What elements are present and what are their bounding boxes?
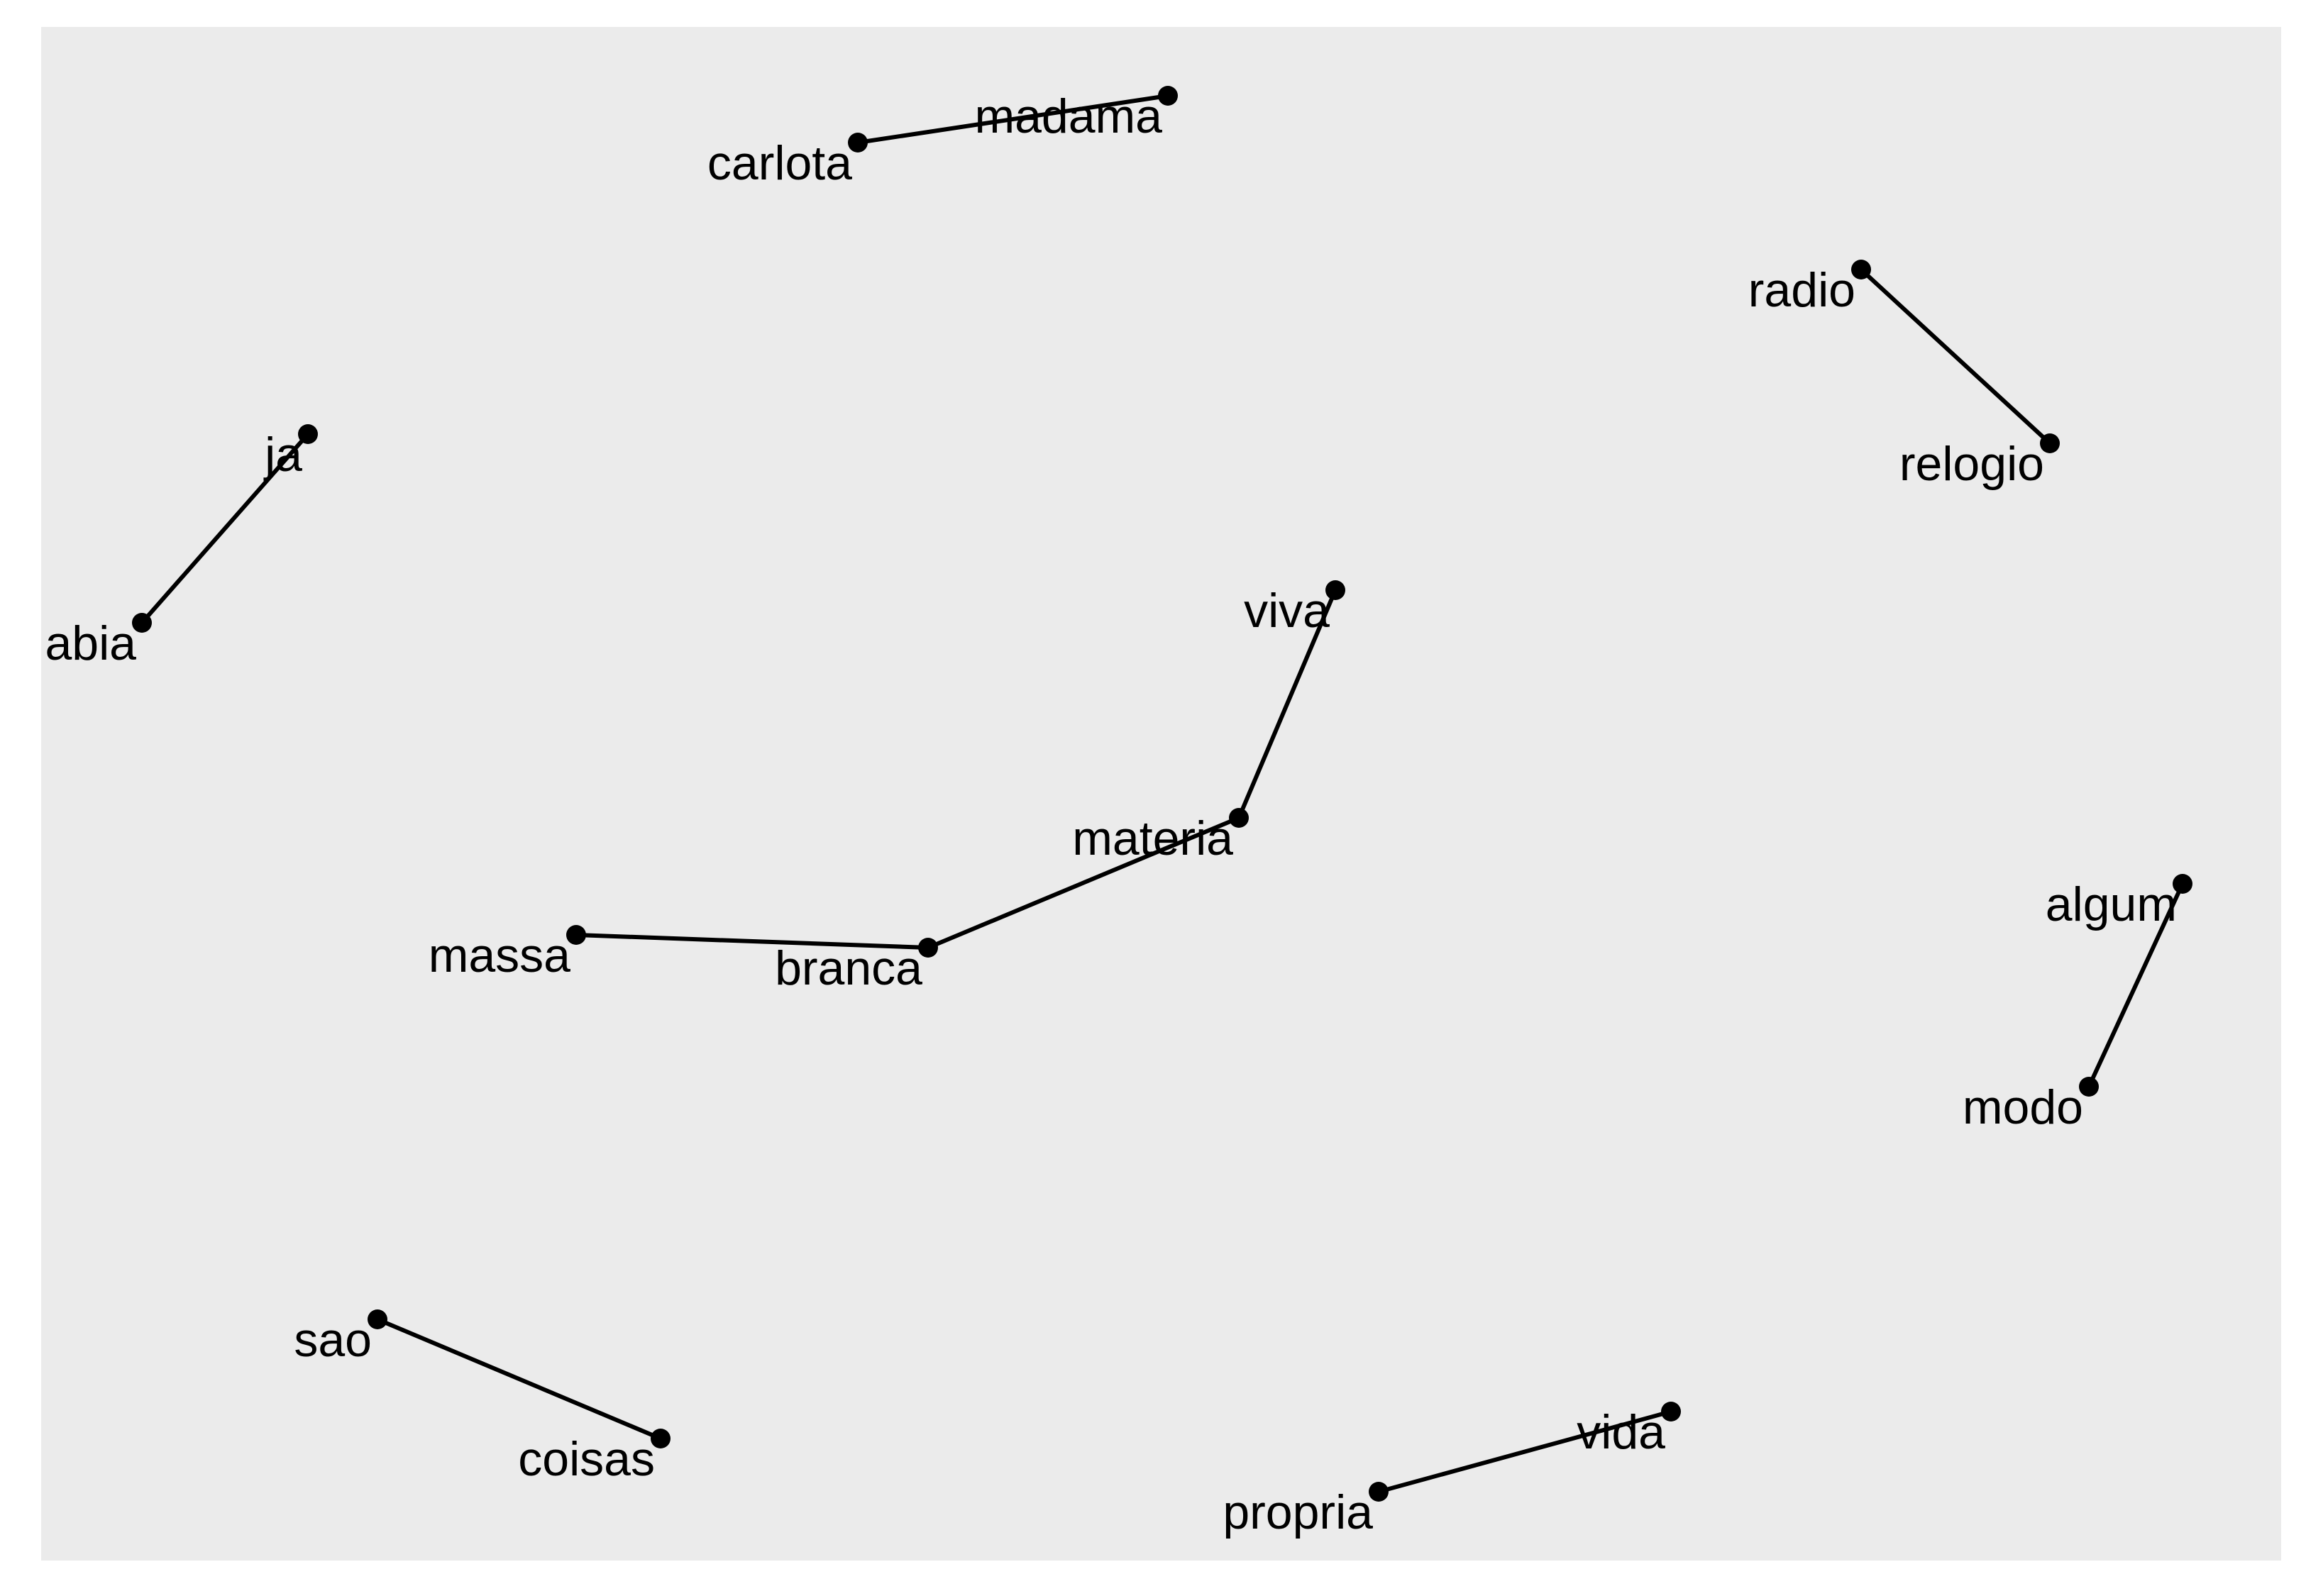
node-label-relogio: relogio <box>1899 437 2044 491</box>
node-label-madama: madama <box>974 89 1162 143</box>
node-vida <box>1661 1402 1681 1422</box>
node-label-propria: propria <box>1223 1485 1373 1539</box>
node-carlota <box>848 133 868 153</box>
node-materia <box>1229 808 1249 828</box>
node-label-algum: algum <box>2046 877 2177 931</box>
node-label-modo: modo <box>1963 1080 2083 1134</box>
node-propria <box>1369 1482 1389 1502</box>
node-viva <box>1325 580 1345 600</box>
node-sao <box>368 1309 387 1329</box>
node-label-vida: vida <box>1577 1405 1665 1459</box>
node-label-sao: sao <box>294 1313 372 1367</box>
edge-modo-algum <box>2087 882 2185 1088</box>
node-abia <box>132 613 152 633</box>
labels-layer: carlota madama radio relogio ja abia viva mater… <box>45 89 2177 1539</box>
edge-propria-vida <box>1378 1409 1672 1494</box>
node-label-abia: abia <box>45 616 136 670</box>
edge-carlota-madama <box>857 94 1169 145</box>
node-radio <box>1851 260 1871 279</box>
node-madama <box>1158 86 1178 106</box>
edge-radio-relogio <box>1859 267 2052 445</box>
node-coisas <box>651 1429 671 1448</box>
edge-abia-ja <box>140 433 310 624</box>
node-branca <box>918 938 938 958</box>
node-label-ja: ja <box>263 428 302 482</box>
edge-branca-materia <box>927 816 1240 950</box>
edge-massa-branca <box>575 933 929 950</box>
node-label-branca: branca <box>775 941 922 995</box>
node-label-coisas: coisas <box>518 1432 655 1486</box>
node-label-viva: viva <box>1244 584 1330 638</box>
node-label-massa: massa <box>429 929 570 982</box>
node-modo <box>2079 1077 2099 1097</box>
node-label-radio: radio <box>1748 263 1855 317</box>
node-label-carlota: carlota <box>707 136 852 190</box>
node-ja <box>298 424 318 444</box>
edge-materia-viva <box>1237 589 1337 819</box>
node-massa <box>566 925 586 945</box>
node-algum <box>2173 874 2192 894</box>
node-label-materia: materia <box>1072 811 1233 865</box>
node-relogio <box>2040 433 2060 453</box>
plot-panel <box>41 27 2281 1561</box>
edge-sao-coisas <box>376 1317 662 1441</box>
edges-layer <box>140 94 2185 1494</box>
nodes-layer <box>132 86 2192 1502</box>
